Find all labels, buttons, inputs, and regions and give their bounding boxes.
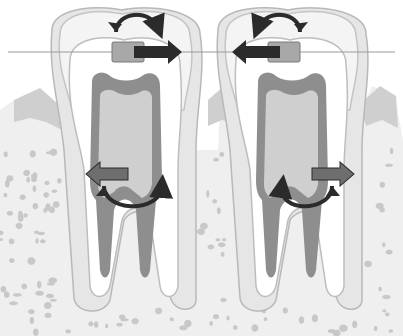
bone-pore: [23, 213, 27, 217]
bone-pore: [23, 170, 30, 176]
bone-pore: [44, 302, 52, 309]
bone-pore: [105, 324, 108, 329]
bone-pore: [88, 321, 93, 326]
bone-pore: [219, 152, 224, 157]
bone-pore: [216, 238, 221, 241]
bone-pore: [9, 258, 15, 263]
bone-pore: [40, 239, 46, 243]
bone-pore: [385, 313, 389, 317]
bone-pore: [4, 193, 8, 198]
bone-pore: [264, 317, 268, 321]
bone-pore: [213, 158, 219, 162]
bone-pore: [116, 323, 123, 327]
bone-pore: [18, 211, 23, 219]
bone-pore: [94, 321, 98, 328]
bone-pore: [35, 238, 38, 244]
bone-pore: [3, 151, 7, 157]
bone-pore: [45, 313, 52, 318]
bone-pore: [374, 326, 378, 331]
bone-pore: [50, 299, 57, 302]
left-pulp-inner: [98, 90, 152, 198]
bone-pore: [385, 164, 393, 167]
bone-pore: [35, 291, 44, 296]
bone-pore: [386, 250, 393, 255]
bone-pore: [220, 298, 226, 302]
bone-pore: [16, 223, 23, 229]
bone-pore: [208, 245, 215, 250]
bone-pore: [57, 178, 62, 183]
bone-pore: [9, 301, 18, 305]
bone-pore: [120, 318, 129, 321]
bone-pore: [184, 320, 191, 328]
bone-pore: [299, 316, 305, 323]
bone-pore: [4, 291, 10, 298]
bone-pore: [212, 199, 217, 203]
bone-pore: [20, 194, 26, 200]
bone-pore: [26, 177, 30, 183]
bone-pore: [46, 151, 54, 154]
bone-pore: [155, 308, 162, 315]
bone-pore: [382, 309, 386, 312]
bone-pore: [33, 329, 39, 336]
bone-pore: [283, 307, 288, 313]
bone-pore: [339, 325, 348, 332]
bone-pore: [30, 150, 36, 157]
bone-pore: [27, 257, 35, 265]
bone-pore: [312, 314, 318, 322]
bone-pore: [389, 329, 394, 332]
bone-pore: [21, 284, 27, 290]
bone-pore: [34, 231, 39, 234]
bone-pore: [382, 295, 391, 299]
bone-pore: [221, 252, 225, 257]
bone-pore: [13, 293, 22, 297]
bone-pore: [200, 223, 208, 230]
bone-pore: [170, 317, 174, 321]
bone-pore: [65, 329, 71, 333]
bone-pore: [29, 310, 32, 313]
bone-pore: [209, 321, 213, 326]
bone-pore: [53, 201, 60, 208]
bone-pore: [131, 318, 138, 324]
bone-pore: [48, 277, 57, 283]
bone-pore: [33, 203, 39, 209]
bone-pore: [52, 190, 58, 193]
bone-pore: [217, 207, 221, 214]
bone-pore: [364, 261, 372, 268]
bone-pore: [218, 242, 226, 247]
bone-pore: [382, 242, 385, 247]
bone-pore: [45, 203, 51, 211]
right-pulp-inner: [264, 90, 318, 198]
bone-pore: [7, 211, 13, 216]
bone-pore: [5, 180, 10, 188]
bone-pore: [31, 174, 35, 179]
bone-pore: [1, 286, 7, 293]
bone-pore: [328, 329, 336, 333]
bone-pore: [352, 321, 357, 329]
bone-pore: [30, 317, 34, 324]
bone-pore: [206, 190, 209, 198]
bone-pore: [380, 182, 386, 188]
bone-pore: [376, 203, 384, 209]
bone-pore: [222, 238, 226, 241]
bone-pore: [33, 185, 37, 192]
bone-pore: [233, 325, 238, 330]
bone-pore: [226, 316, 229, 321]
bone-pore: [44, 181, 49, 185]
bone-pore: [378, 287, 382, 292]
bone-pore: [37, 281, 42, 289]
bone-pore: [213, 314, 219, 319]
bone-pore: [46, 294, 54, 298]
bone-pore: [43, 192, 49, 198]
bone-pore: [390, 148, 394, 154]
bone-pore: [9, 239, 15, 245]
bone-pore: [251, 324, 258, 332]
